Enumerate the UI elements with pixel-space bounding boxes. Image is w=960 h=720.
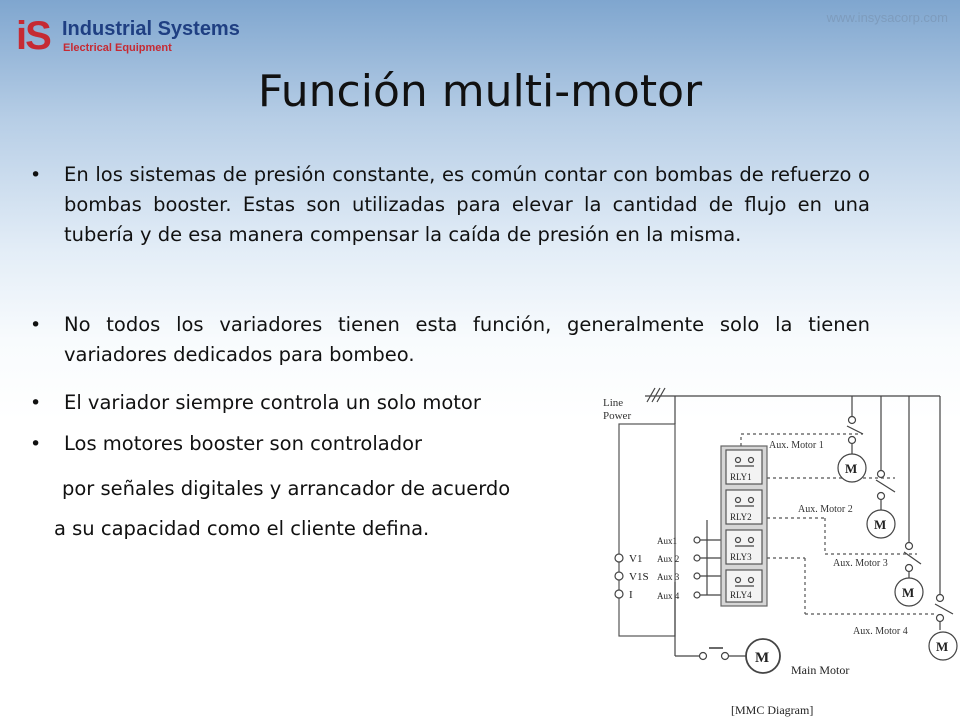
bullet-dot: • bbox=[30, 392, 42, 414]
bullet-dot: • bbox=[30, 164, 42, 186]
phase-tick bbox=[651, 387, 661, 403]
logo-mark: iS bbox=[16, 14, 52, 58]
aux-motor-3: Aux. Motor 3 M bbox=[833, 396, 924, 607]
inverter-box bbox=[618, 423, 676, 637]
relay-rly4: RLY4 bbox=[725, 569, 763, 603]
bullet-1: • En los sistemas de presión constante, … bbox=[30, 160, 870, 250]
aux-motor-2: Aux. Motor 2 M bbox=[798, 396, 896, 539]
terminal-v1s bbox=[614, 571, 624, 581]
aux-terminal-label: Aux1 bbox=[657, 536, 677, 546]
svg-text:RLY1: RLY1 bbox=[730, 472, 752, 482]
line-power-label-2: Power bbox=[603, 410, 631, 422]
svg-text:M: M bbox=[845, 461, 857, 476]
svg-text:M: M bbox=[755, 650, 769, 666]
phase-tick bbox=[656, 387, 666, 403]
main-motor: M Main Motor bbox=[674, 582, 849, 677]
aux-terminal-label: Aux 3 bbox=[657, 572, 680, 582]
svg-text:Aux. Motor 3: Aux. Motor 3 bbox=[833, 558, 888, 569]
phase-tick bbox=[646, 387, 656, 403]
aux-terminal-label: Aux 2 bbox=[657, 554, 679, 564]
relay-rly3: RLY3 bbox=[725, 529, 763, 565]
svg-text:M: M bbox=[874, 517, 886, 532]
input-label-v1: V1 bbox=[629, 553, 642, 565]
terminal-i bbox=[614, 589, 624, 599]
aux-motor-1: Aux. Motor 1 M bbox=[769, 396, 867, 483]
slide-title: Función multi-motor bbox=[257, 66, 703, 117]
relay-rly2: RLY2 bbox=[725, 489, 763, 525]
svg-text:Aux. Motor 2: Aux. Motor 2 bbox=[798, 504, 853, 515]
svg-text:M: M bbox=[902, 585, 914, 600]
relay-rly1: RLY1 bbox=[725, 449, 763, 485]
diagram-caption: [MMC Diagram] bbox=[731, 703, 813, 717]
bullet-2: • No todos los variadores tienen esta fu… bbox=[30, 310, 870, 370]
company-logo: iS Industrial Systems Electrical Equipme… bbox=[16, 14, 256, 64]
bullet-4: • Los motores booster son controlador bbox=[30, 429, 584, 459]
svg-text:Main Motor: Main Motor bbox=[791, 663, 849, 677]
bullet-dot: • bbox=[30, 433, 42, 455]
terminal-v1 bbox=[614, 553, 624, 563]
svg-text:RLY3: RLY3 bbox=[730, 552, 752, 562]
input-label-v1s: V1S bbox=[629, 571, 649, 583]
line-power-label-1: Line bbox=[603, 397, 623, 409]
company-tagline: Electrical Equipment bbox=[63, 42, 172, 54]
aux-motor-4: Aux. Motor 4 M bbox=[853, 396, 958, 661]
aux-terminal-label: Aux 4 bbox=[657, 591, 680, 601]
bullet-3: • El variador siempre controla un solo m… bbox=[30, 388, 584, 418]
svg-text:M: M bbox=[936, 639, 948, 654]
svg-text:RLY4: RLY4 bbox=[730, 590, 752, 600]
continuation-line-1: por señales digitales y arrancador de ac… bbox=[62, 477, 511, 500]
continuation-line-2: a su capacidad como el cliente defina. bbox=[54, 517, 430, 540]
input-label-i: I bbox=[629, 589, 633, 601]
svg-text:RLY2: RLY2 bbox=[730, 512, 752, 522]
website-url[interactable]: www.insysacorp.com bbox=[826, 10, 948, 25]
svg-text:Aux. Motor 1: Aux. Motor 1 bbox=[769, 440, 824, 451]
svg-text:Aux. Motor 4: Aux. Motor 4 bbox=[853, 626, 908, 637]
bullet-dot: • bbox=[30, 314, 42, 336]
mmc-diagram: Line Power V1 V1S I Aux1 Aux 2 Aux 3 Aux… bbox=[603, 387, 958, 717]
company-name: Industrial Systems bbox=[62, 18, 240, 40]
